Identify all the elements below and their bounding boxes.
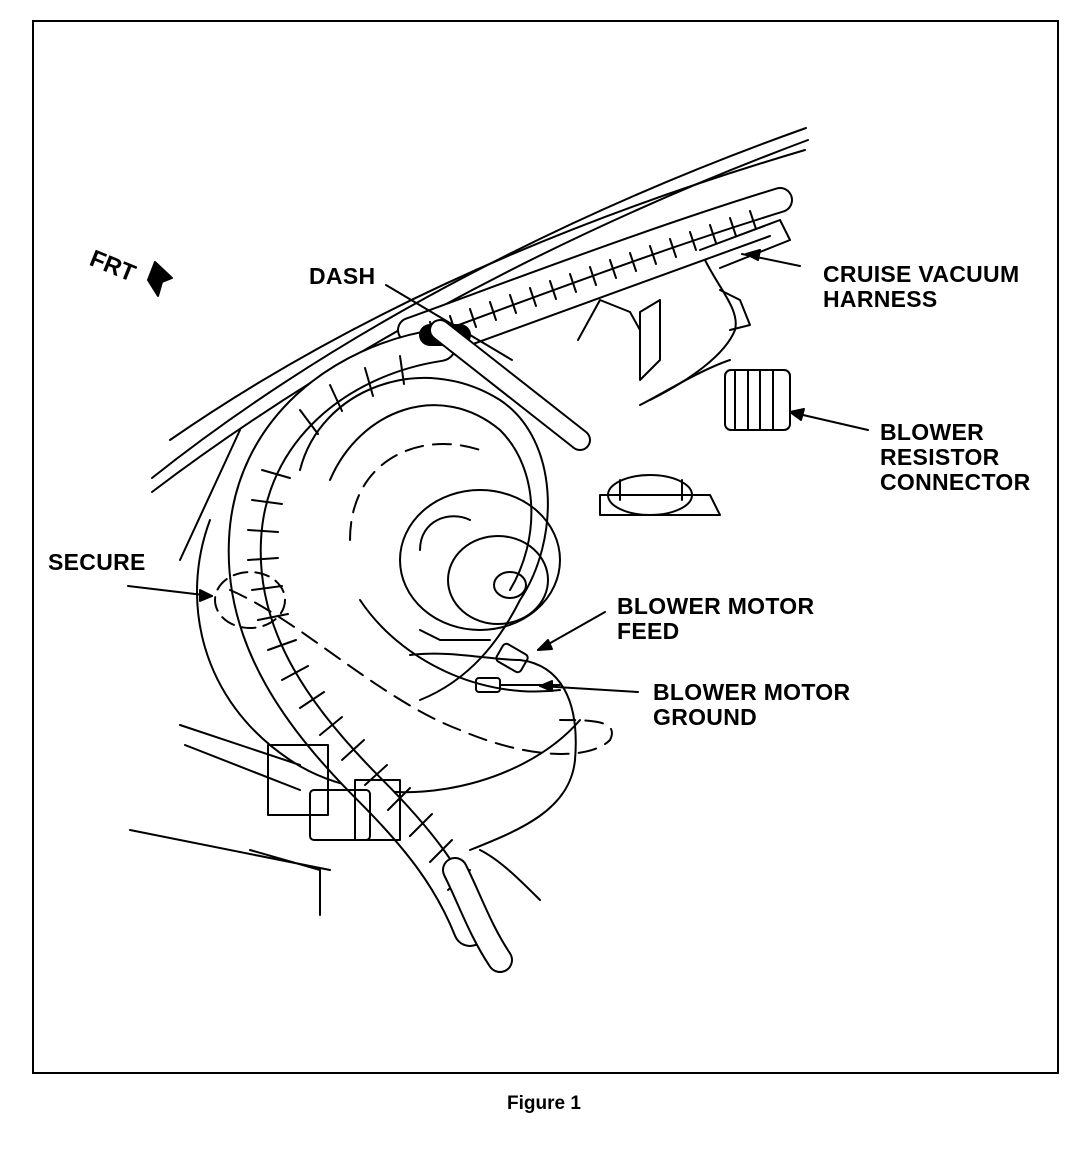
leader-dash <box>385 284 513 361</box>
label-blower-motor-ground: BLOWER MOTOR GROUND <box>653 679 851 730</box>
vacuum-line <box>649 259 751 401</box>
blower-resistor-connector <box>639 359 791 431</box>
leader-lines <box>127 249 869 693</box>
label-blower-motor-feed: BLOWER MOTOR FEED <box>617 593 815 644</box>
label-dash: DASH <box>309 263 376 289</box>
main-harness-loom <box>227 319 591 947</box>
leader-secure <box>127 585 213 597</box>
label-secure: SECURE <box>48 549 146 575</box>
blower-housing <box>196 376 581 794</box>
motor-feed-ground-wiring <box>214 571 613 851</box>
lower-connectors <box>129 724 541 973</box>
label-cruise-vacuum-harness: CRUISE VACUUM HARNESS <box>823 261 1020 312</box>
cruise-vacuum-harness <box>397 187 793 343</box>
blower-resistor <box>577 299 721 516</box>
frt-arrow-icon <box>147 261 173 297</box>
blower-motor <box>399 489 561 631</box>
diagram-frame <box>32 20 1059 1074</box>
figure-caption: Figure 1 <box>507 1093 581 1114</box>
leader-motor-ground <box>539 685 639 693</box>
label-blower-resistor-connector: BLOWER RESISTOR CONNECTOR <box>880 419 1031 495</box>
